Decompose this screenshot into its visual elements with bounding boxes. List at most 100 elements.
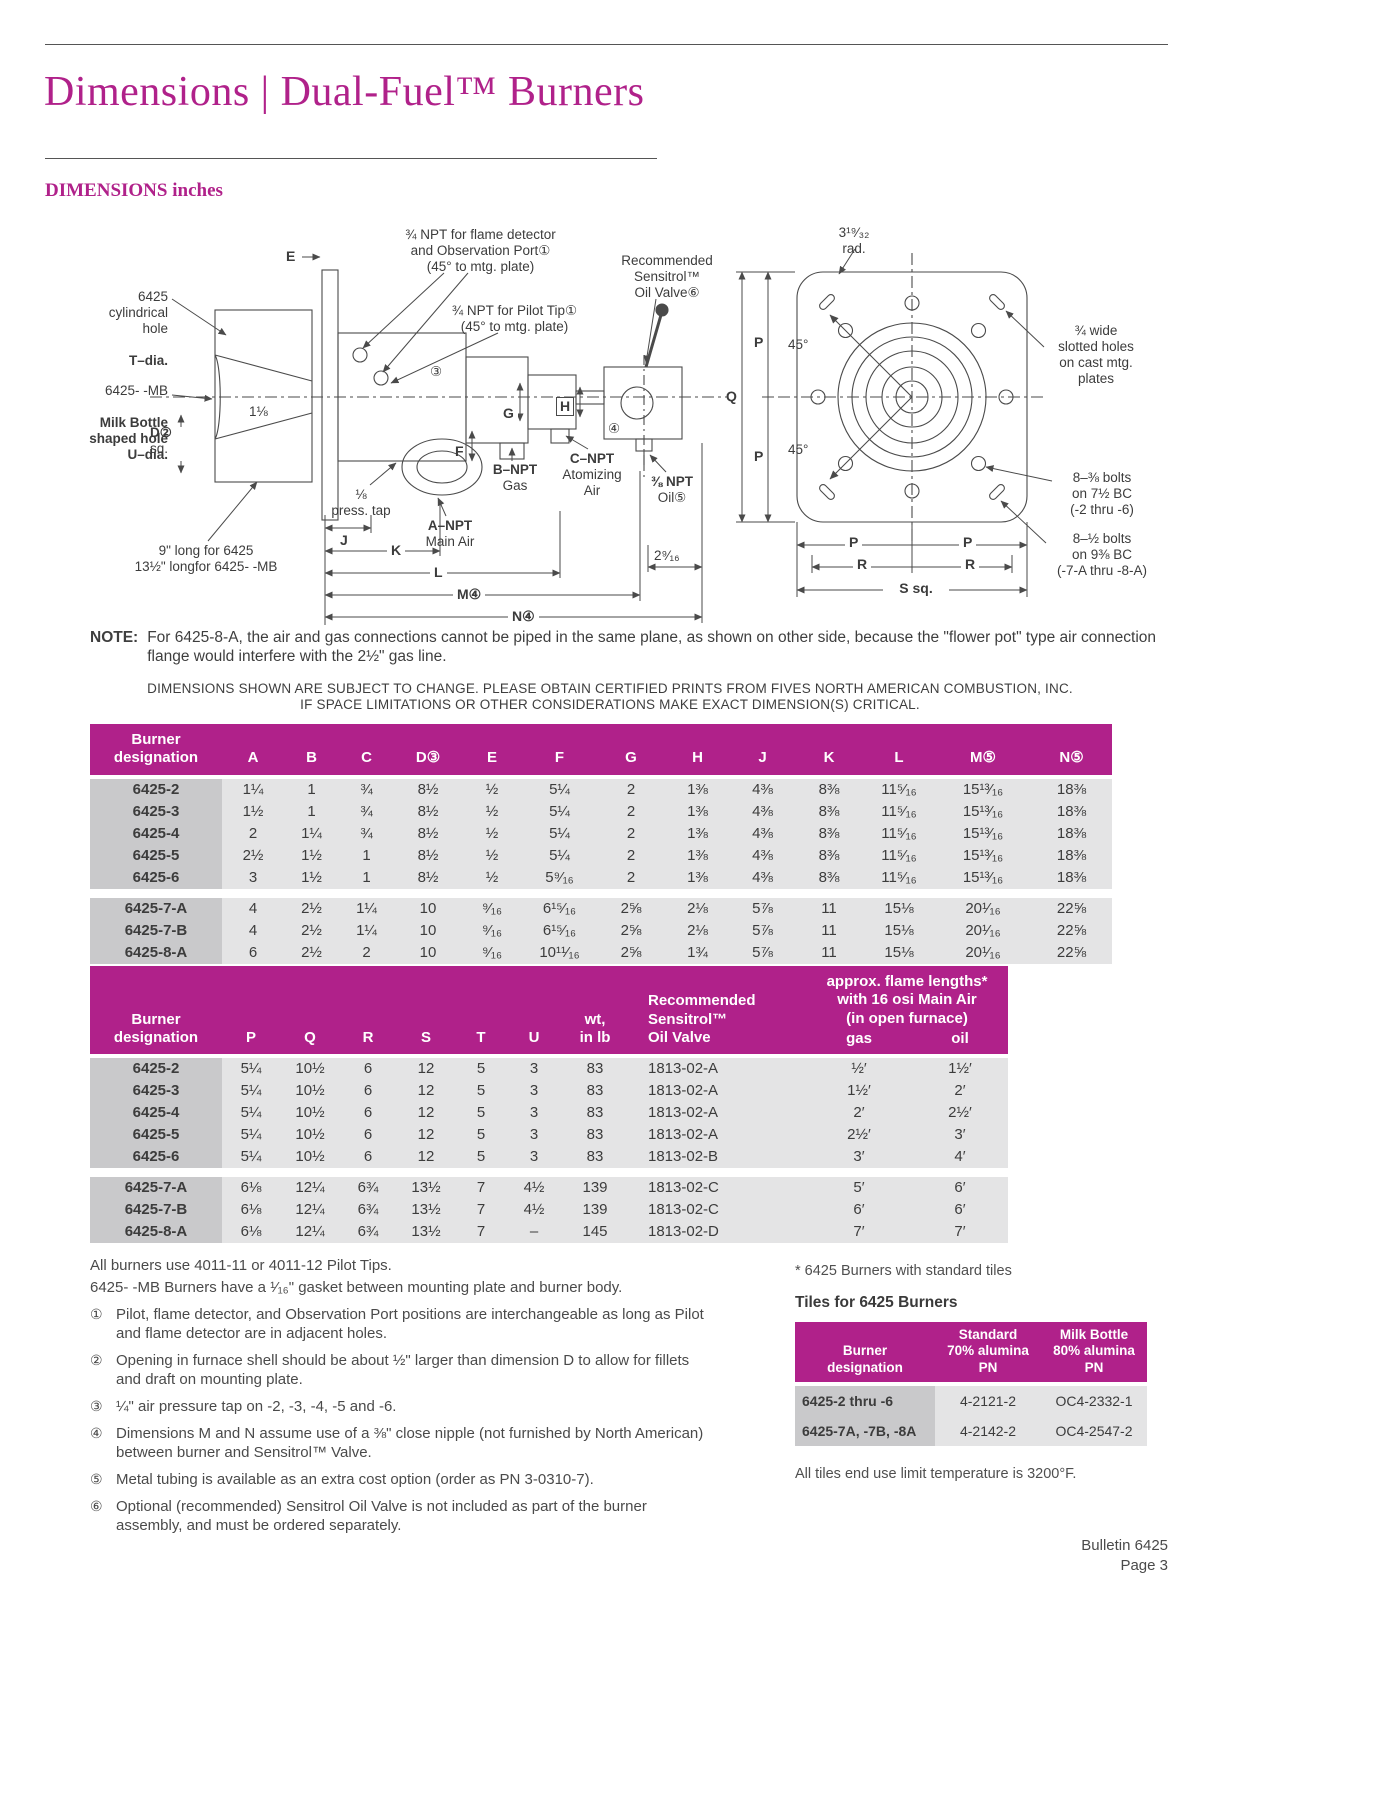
value-cell: 20¹⁄₁₆ xyxy=(935,919,1031,942)
value-cell: 15⅛ xyxy=(863,919,935,942)
value-cell: 13½ xyxy=(396,1199,456,1222)
value-cell: 6⅛ xyxy=(222,1177,280,1200)
value-cell: 3′ xyxy=(912,1124,1008,1147)
label-tile-length-note: 9" long for 6425 13½" longfor 6425- -MB xyxy=(134,543,278,574)
value-cell: 8⅜ xyxy=(795,844,863,867)
value-cell: 1813-02-C xyxy=(628,1199,806,1222)
footnote-marker-1: ① xyxy=(90,1306,103,1322)
value-cell: 2 xyxy=(597,844,665,867)
label-main-air-connection: A–NPT Main Air xyxy=(425,518,475,549)
value-cell: 5 xyxy=(456,1102,506,1125)
value-cell: 6 xyxy=(340,1124,396,1147)
burner-designation-cell: 6425-5 xyxy=(90,1124,222,1147)
value-cell: 83 xyxy=(562,1054,628,1081)
footnote-text-4: Dimensions M and N assume use of a ⅜" cl… xyxy=(116,1425,704,1461)
value-cell: 8⅜ xyxy=(795,800,863,823)
label-oil-connection: ⅜ NPT Oil⑤ xyxy=(650,474,693,505)
burner-designation-cell: 6425-6 xyxy=(90,866,222,889)
label-footnote-4-marker: ④ xyxy=(608,421,621,436)
label-cylindrical-hole-text: 6425 cylindrical hole xyxy=(108,288,168,336)
certified-prints-disclaimer: DIMENSIONS SHOWN ARE SUBJECT TO CHANGE. … xyxy=(147,681,1073,713)
value-cell: 5¼ xyxy=(522,800,597,823)
footnote-item-6: ⑥ Optional (recommended) Sensitrol Oil V… xyxy=(90,1497,710,1535)
page-footer: Bulletin 6425 Page 3 xyxy=(868,1536,1168,1576)
value-cell: 7 xyxy=(456,1221,506,1244)
value-cell: 2½′ xyxy=(806,1124,912,1147)
label-dim-one-eighth: 1⅛ xyxy=(249,404,268,419)
value-cell: 22⅝ xyxy=(1031,919,1112,942)
value-cell: 11⁵⁄₁₆ xyxy=(863,866,935,889)
value-cell: ½ xyxy=(462,822,522,845)
value-cell: 6 xyxy=(222,941,284,964)
label-dim-two-nine-sixteenths: 2⁹⁄₁₆ xyxy=(654,548,680,563)
column-header-weight: wt, in lb xyxy=(562,966,628,1057)
value-cell: 4 xyxy=(222,897,284,920)
bulletin-number: Bulletin 6425 xyxy=(1081,1537,1168,1554)
footnote-text-1: Pilot, flame detector, and Observation P… xyxy=(116,1306,704,1342)
value-cell: 4½ xyxy=(506,1199,562,1222)
label-gas-connection: B–NPT Gas xyxy=(492,462,538,493)
value-cell: OC4-2332-1 xyxy=(1041,1382,1147,1417)
value-cell: 8⅜ xyxy=(795,774,863,801)
label-milk-bottle-designation: 6425- -MB xyxy=(104,382,168,398)
column-header: J xyxy=(730,724,795,777)
value-cell: 3′ xyxy=(806,1146,912,1169)
value-cell: 1813-02-B xyxy=(628,1146,806,1169)
column-header: N⑤ xyxy=(1031,724,1112,777)
footnote-text-2: Opening in furnace shell should be about… xyxy=(116,1352,690,1388)
value-cell: 4⅜ xyxy=(730,800,795,823)
value-cell: 5¼ xyxy=(522,844,597,867)
footnote-marker-6: ⑥ xyxy=(90,1498,103,1514)
value-cell: 2⅝ xyxy=(597,897,665,920)
value-cell: 12 xyxy=(396,1080,456,1103)
value-cell: ⁹⁄₁₆ xyxy=(462,919,522,942)
column-header: B xyxy=(284,724,339,777)
value-cell: 8⅜ xyxy=(795,822,863,845)
tiles-temperature-note: All tiles end use limit temperature is 3… xyxy=(795,1466,1077,1482)
label-dim-p-lower: P xyxy=(754,448,764,464)
column-header-designation: Burner designation xyxy=(90,966,222,1057)
value-cell: 10½ xyxy=(280,1080,340,1103)
row-group-gap xyxy=(90,888,1112,898)
value-cell: 1⅜ xyxy=(665,866,730,889)
value-cell: 1½ xyxy=(222,800,284,823)
footnote-pilot-tips: All burners use 4011-11 or 4011-12 Pilot… xyxy=(90,1257,392,1274)
value-cell: 83 xyxy=(562,1124,628,1147)
value-cell: 22⅝ xyxy=(1031,897,1112,920)
value-cell: 2⅛ xyxy=(665,919,730,942)
top-divider xyxy=(45,44,1168,45)
value-cell: 139 xyxy=(562,1177,628,1200)
value-cell: 10¹¹⁄₁₆ xyxy=(522,941,597,964)
value-cell: 15¹³⁄₁₆ xyxy=(935,800,1031,823)
value-cell: 5 xyxy=(456,1054,506,1081)
front-view xyxy=(778,253,1046,545)
value-cell: 7 xyxy=(456,1177,506,1200)
value-cell: 7′ xyxy=(806,1221,912,1244)
column-header-t: T xyxy=(456,966,506,1057)
section-title: DIMENSIONS inches xyxy=(45,180,223,201)
value-cell: 11 xyxy=(795,897,863,920)
value-cell: 8½ xyxy=(394,844,462,867)
value-cell: 18⅜ xyxy=(1031,844,1112,867)
value-cell: ½ xyxy=(462,800,522,823)
value-cell: 4⅜ xyxy=(730,844,795,867)
label-dim-h: H xyxy=(556,397,575,416)
label-angle-45-upper: 45° xyxy=(788,337,809,352)
value-cell: 6⅛ xyxy=(222,1199,280,1222)
value-cell: 1½′ xyxy=(912,1054,1008,1081)
value-cell: 11 xyxy=(795,941,863,964)
footnote-item-2: ② Opening in furnace shell should be abo… xyxy=(90,1351,710,1389)
column-header: M⑤ xyxy=(935,724,1031,777)
value-cell: 5¼ xyxy=(522,822,597,845)
burner-designation-cell: 6425-4 xyxy=(90,1102,222,1125)
value-cell: 4⅜ xyxy=(730,822,795,845)
